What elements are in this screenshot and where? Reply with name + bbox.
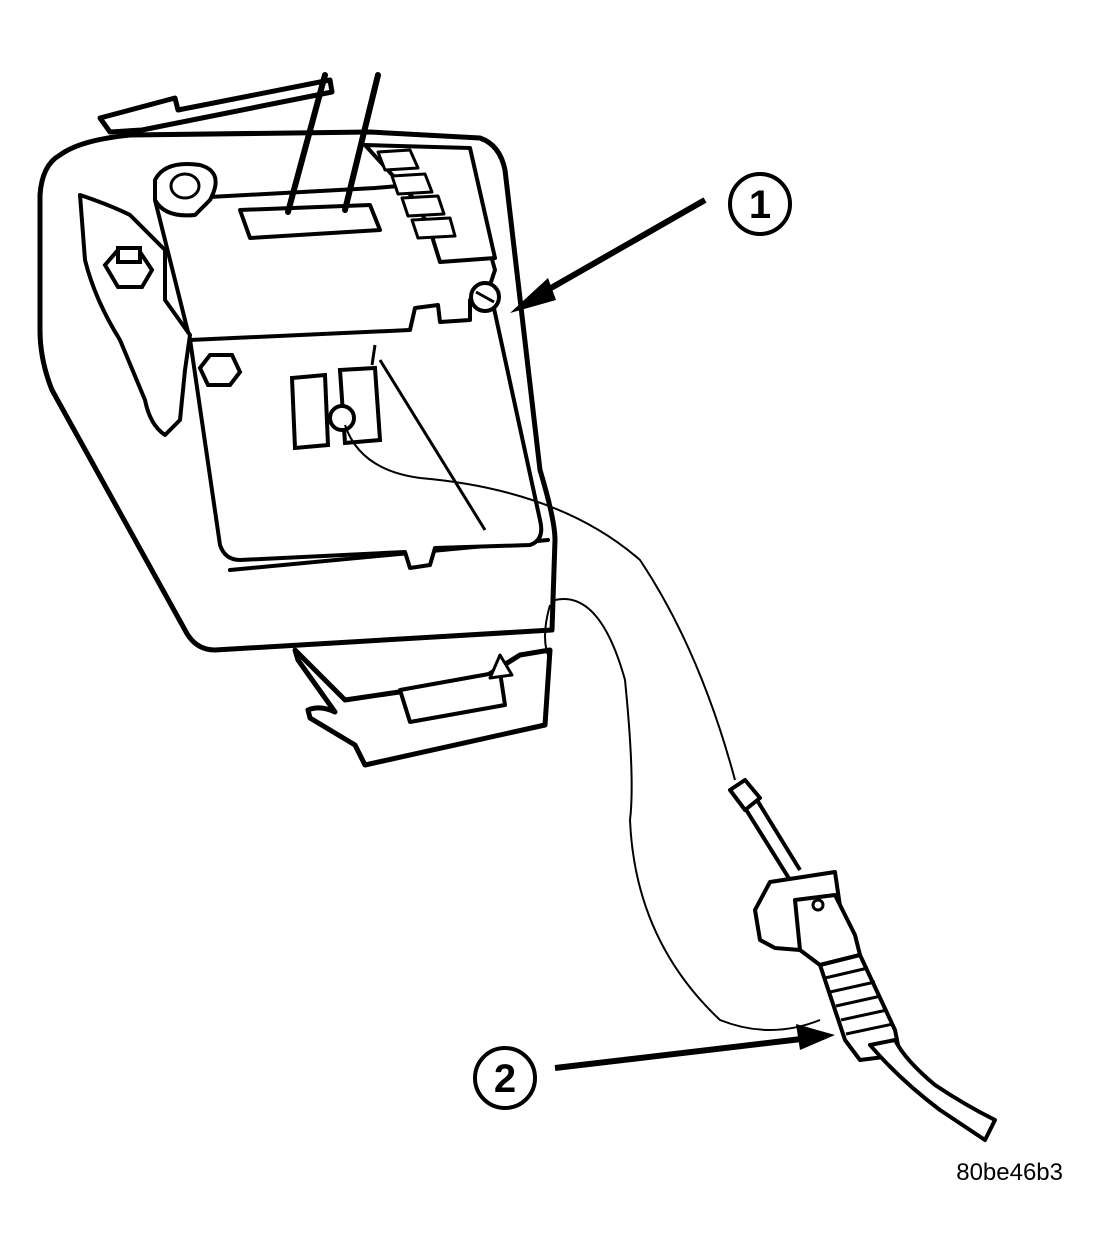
side-bracket (78, 193, 192, 437)
callout-1: 1 (510, 172, 792, 313)
connector-pin (811, 898, 825, 912)
callout-2-number: 2 (494, 1057, 516, 1101)
shift-lever (285, 72, 381, 215)
connector-body (793, 893, 862, 967)
wire-harness (344, 424, 821, 1031)
harness-cable (868, 1038, 997, 1142)
mount-triangle-marker (488, 653, 514, 680)
indicator-ribs (376, 148, 457, 240)
callout-1-leader (528, 197, 707, 303)
fasteners (102, 246, 501, 387)
figure-code: 80be46b3 (956, 1159, 1063, 1186)
callout-2-arrowhead (796, 1024, 835, 1050)
wire-boot (728, 778, 762, 812)
callout-2-circle (473, 1046, 537, 1110)
screw-right (469, 281, 501, 313)
hex-bolt-lower (197, 353, 243, 387)
switch-block (289, 344, 487, 531)
lever-slot (238, 203, 382, 240)
hex-nut-upper (102, 246, 155, 289)
cover-lip (97, 77, 335, 135)
connector-assembly (728, 778, 997, 1142)
callout-1-arrowhead (510, 278, 556, 313)
grommet-ribs (824, 966, 894, 1036)
callout-2-leader (554, 1035, 811, 1071)
cable-eyelet-hole (169, 172, 201, 200)
wire-pair (743, 798, 802, 882)
callout-1-number: 1 (749, 183, 771, 227)
callout-2: 2 (473, 1024, 835, 1110)
mount-bracket-slot (398, 670, 507, 724)
callout-1-circle (728, 172, 792, 236)
